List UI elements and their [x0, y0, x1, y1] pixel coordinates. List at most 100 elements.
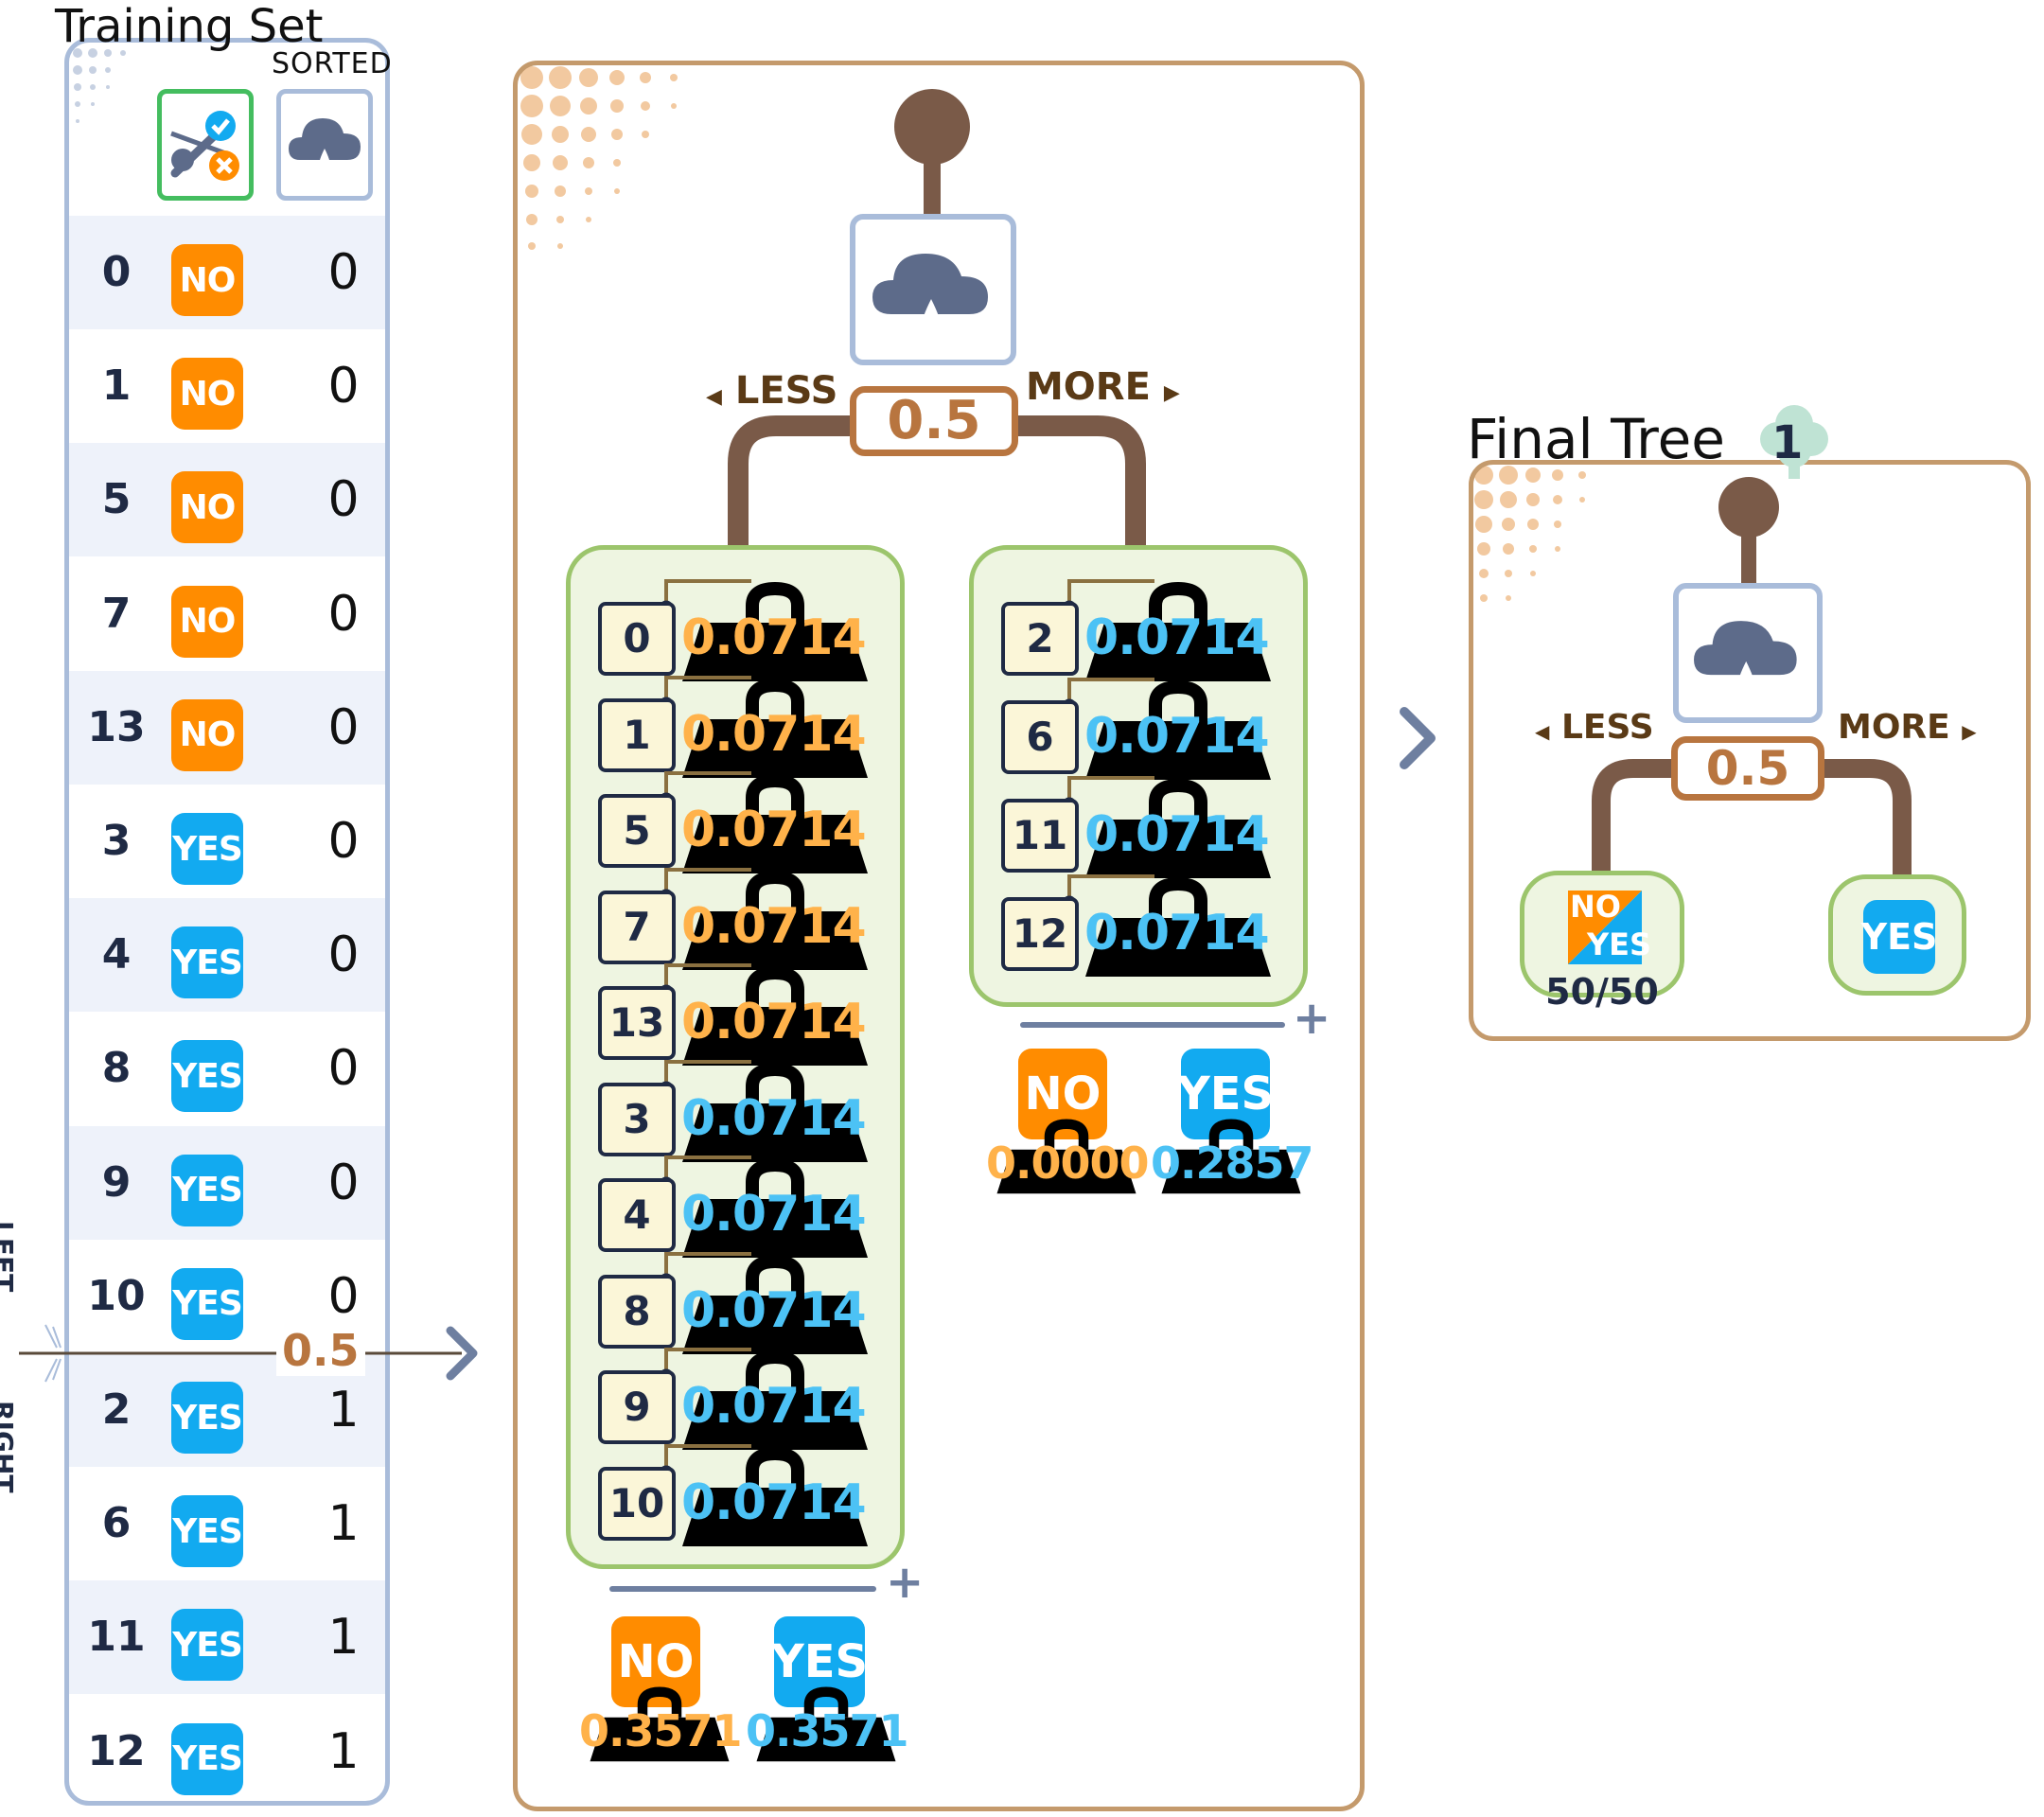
- weight-icon: [682, 1254, 868, 1354]
- row-feature-value: 1: [327, 1495, 360, 1553]
- row-feature-value: 0: [327, 585, 360, 643]
- split-feature-node[interactable]: [850, 214, 1016, 365]
- weight-icon: [682, 965, 868, 1066]
- row-label-badge: NO: [171, 698, 243, 771]
- row-feature-value: 0: [327, 926, 360, 984]
- sample-index-tag: 5: [598, 794, 676, 868]
- sample-weight-value: 0.0714: [681, 1089, 867, 1147]
- sample-index-tag: 1: [598, 697, 676, 772]
- row-feature-value: 0: [327, 244, 360, 301]
- less-direction-label: ◀ LESS: [706, 369, 838, 413]
- split-line: [19, 1324, 478, 1383]
- weight-icon: [682, 773, 868, 873]
- row-index: 6: [101, 1499, 132, 1548]
- branch-connectors: [728, 415, 1146, 549]
- row-label-badge: YES: [171, 1722, 243, 1795]
- split-threshold-value: 0.5: [276, 1325, 365, 1376]
- split-threshold-box[interactable]: 0.5: [850, 386, 1018, 456]
- left-triangle-icon: ◀: [1535, 720, 1550, 743]
- row-label-badge: YES: [171, 1040, 243, 1113]
- row-label-badge: NO: [171, 244, 243, 316]
- tree-icon: [1760, 405, 1828, 479]
- weight-icon: [682, 1062, 868, 1162]
- row-index: 4: [101, 930, 132, 979]
- row-feature-value: 0: [327, 471, 360, 529]
- final-tree-left-leaf[interactable]: NO YES: [1520, 871, 1684, 997]
- weight-icon: [682, 1157, 868, 1258]
- training-set-panel: [64, 38, 390, 1806]
- sample-weight-value: 0.0714: [1084, 806, 1270, 863]
- labels-check-cross-icon[interactable]: [157, 89, 254, 201]
- sample-index-tag: 3: [598, 1082, 676, 1156]
- sample-index-tag: 2: [1001, 602, 1079, 676]
- row-index: 11: [87, 1613, 146, 1662]
- final-tree-right-leaf[interactable]: YES: [1828, 874, 1966, 996]
- rain-cloud-icon[interactable]: [276, 89, 373, 201]
- sample-weight-value: 0.0714: [1084, 609, 1270, 666]
- total-weight-value: 0.0000: [986, 1138, 1150, 1189]
- sample-index-tag: 11: [1001, 799, 1079, 873]
- right-total-no-badge: NO: [1018, 1049, 1107, 1139]
- final-tree-feature-node[interactable]: [1673, 583, 1823, 723]
- row-feature-value: 1: [327, 1382, 360, 1438]
- weight-icon: [996, 1119, 1137, 1194]
- total-weight-value: 0.3571: [579, 1705, 743, 1756]
- weight-icon: [682, 870, 868, 970]
- row-feature-value: 1: [327, 1609, 360, 1667]
- chevron-right-icon: [1400, 707, 1436, 769]
- final-tree-count: 1: [1771, 416, 1804, 469]
- sample-weight-value: 0.0714: [681, 1378, 867, 1435]
- final-tree-panel: [1469, 460, 2031, 1041]
- right-side-label: RIGHT: [0, 1401, 19, 1493]
- row-label-badge: NO: [171, 471, 243, 544]
- weight-icon: [1085, 581, 1271, 681]
- final-tree-title: Final Tree: [1467, 407, 1725, 471]
- final-less-direction-label: ◀ LESS: [1535, 708, 1654, 747]
- weight-icon: [1085, 778, 1271, 878]
- final-tree-connectors: [1592, 759, 1912, 880]
- sample-index-tag: 9: [598, 1370, 676, 1444]
- sample-weight-value: 0.0714: [1084, 905, 1270, 961]
- row-index: 13: [87, 702, 146, 751]
- weight-icon: [1085, 876, 1271, 977]
- weight-icon: [682, 1446, 868, 1546]
- tree-stem: [894, 89, 970, 218]
- sample-index-tag: 10: [598, 1466, 676, 1541]
- row-index: 3: [101, 817, 132, 865]
- weight-icon: [1161, 1119, 1301, 1194]
- row-label-badge: YES: [171, 1267, 243, 1340]
- row-label-badge: YES: [171, 1154, 243, 1226]
- sorted-label: SORTED: [272, 47, 393, 80]
- right-sum-line: [1020, 1022, 1285, 1028]
- mixed-no-yes-badge: [1568, 891, 1642, 964]
- table-row: 11 YES 1: [69, 1580, 385, 1695]
- row-feature-value: 0: [327, 698, 360, 756]
- sample-weight-value: 0.0714: [681, 897, 867, 955]
- sample-weight-value: 0.0714: [681, 994, 867, 1050]
- final-tree-threshold-box[interactable]: 0.5: [1671, 736, 1824, 801]
- weight-icon: [682, 1350, 868, 1450]
- total-weight: 0.2857: [1151, 1117, 1314, 1208]
- row-feature-value: 0: [327, 358, 360, 415]
- total-weight: 0.3571: [746, 1685, 909, 1775]
- row-label-badge: YES: [171, 1609, 243, 1682]
- mixed-no-label: NO: [1570, 889, 1621, 925]
- training-set-title: Training Set: [55, 0, 324, 53]
- weight-icon: [756, 1686, 896, 1762]
- total-weight: 0.3571: [579, 1685, 743, 1775]
